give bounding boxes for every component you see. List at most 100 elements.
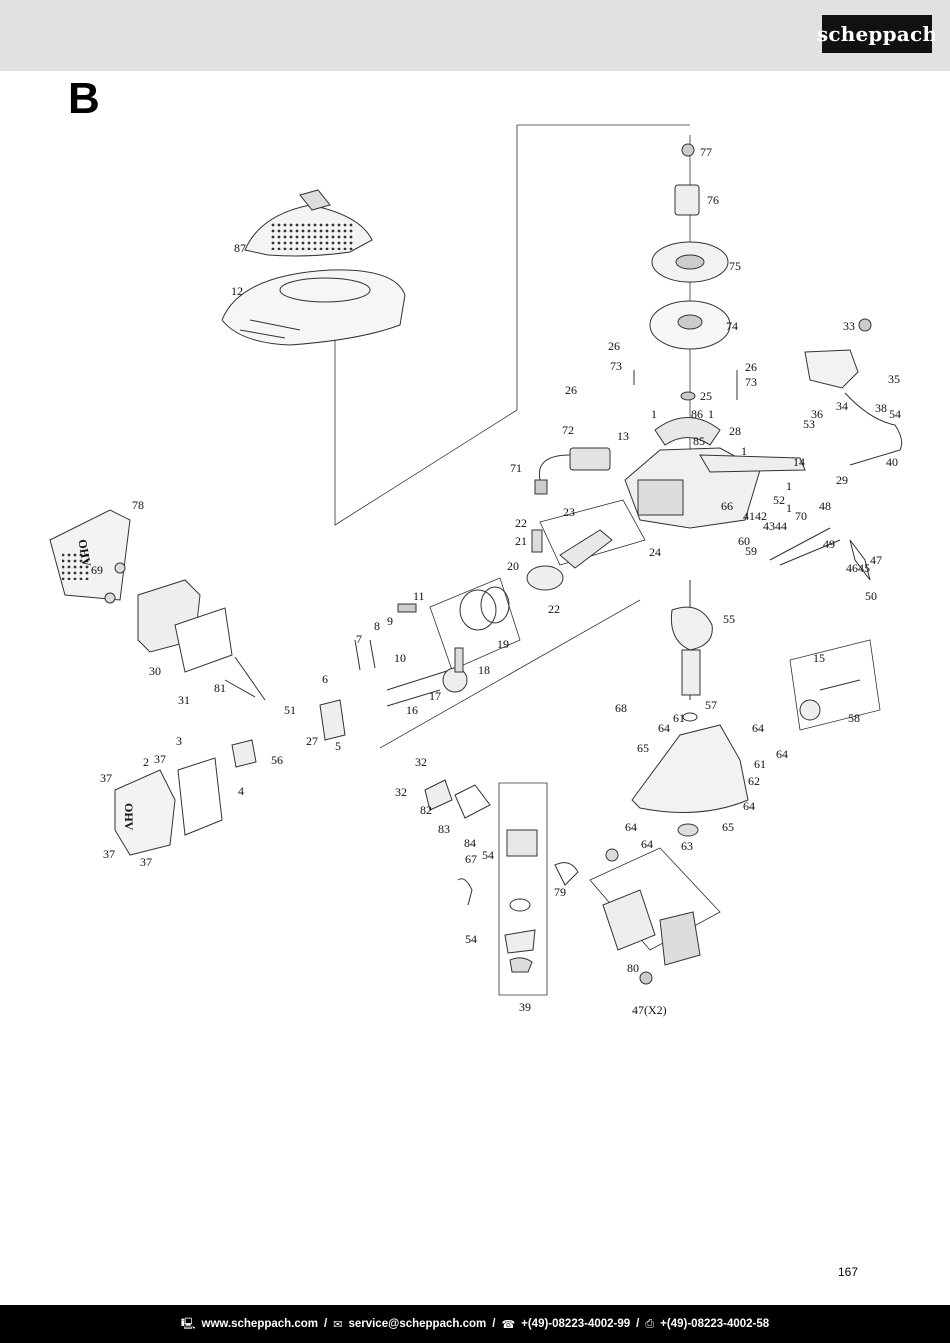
callout-4: 4 bbox=[238, 784, 244, 798]
callout-82: 82 bbox=[420, 803, 432, 817]
callout-1b: 1 bbox=[708, 407, 714, 421]
callout-75: 75 bbox=[729, 259, 741, 273]
callout-43: 43 bbox=[763, 519, 775, 533]
callout-76: 76 bbox=[707, 193, 719, 207]
callout-41: 41 bbox=[743, 509, 755, 523]
footer-website[interactable]: www.scheppach.com bbox=[201, 1318, 319, 1330]
callout-22b: 22 bbox=[548, 602, 560, 616]
callout-21: 21 bbox=[515, 534, 527, 548]
callout-1a: 1 bbox=[651, 407, 657, 421]
callout-37a: 37 bbox=[154, 752, 166, 766]
callout-31: 31 bbox=[178, 693, 190, 707]
callout-47x2: 47(X2) bbox=[632, 1003, 667, 1017]
callout-10: 10 bbox=[394, 651, 406, 665]
callout-74: 74 bbox=[726, 319, 738, 333]
callout-36: 36 bbox=[811, 407, 823, 421]
callout-35: 35 bbox=[888, 372, 900, 386]
phone-icon: ☎ bbox=[501, 1317, 516, 1331]
callout-37b: 37 bbox=[100, 771, 112, 785]
callout-52: 52 bbox=[773, 493, 785, 507]
callout-69: 69 bbox=[91, 563, 103, 577]
callout-49: 49 bbox=[823, 537, 835, 551]
callout-38: 38 bbox=[875, 401, 887, 415]
callout-72: 72 bbox=[562, 423, 574, 437]
callout-71: 71 bbox=[510, 461, 522, 475]
callout-66: 66 bbox=[721, 499, 733, 513]
callout-78: 78 bbox=[132, 498, 144, 512]
page-number: 167 bbox=[838, 1265, 859, 1279]
callout-37c: 37 bbox=[103, 847, 115, 861]
callout-80: 80 bbox=[627, 961, 639, 975]
callout-2: 2 bbox=[143, 755, 149, 769]
callout-32b: 32 bbox=[395, 785, 407, 799]
callout-40: 40 bbox=[886, 455, 898, 469]
callout-67: 67 bbox=[465, 852, 477, 866]
fax-icon: ⎙ bbox=[645, 1317, 655, 1330]
callout-42: 42 bbox=[755, 509, 767, 523]
callout-33: 33 bbox=[843, 319, 855, 333]
callout-1c: 1 bbox=[741, 444, 747, 458]
callout-47a: 47 bbox=[870, 553, 882, 567]
callout-59: 59 bbox=[745, 544, 757, 558]
footer-phone: +(49)-08223-4002-99 bbox=[521, 1318, 631, 1330]
callout-3: 3 bbox=[176, 734, 182, 748]
callout-1e: 1 bbox=[786, 501, 792, 515]
section-letter: B bbox=[68, 74, 100, 123]
callout-48: 48 bbox=[819, 499, 831, 513]
callout-26a: 26 bbox=[608, 339, 620, 353]
callout-28: 28 bbox=[729, 424, 741, 438]
callout-20: 20 bbox=[507, 559, 519, 573]
callout-29: 29 bbox=[836, 473, 848, 487]
callout-26c: 26 bbox=[565, 383, 577, 397]
callout-17: 17 bbox=[429, 689, 441, 703]
callout-86: 86 bbox=[691, 407, 703, 421]
callout-19: 19 bbox=[497, 637, 509, 651]
callout-62: 62 bbox=[748, 774, 760, 788]
callout-85: 85 bbox=[693, 434, 705, 448]
callout-30: 30 bbox=[149, 664, 161, 678]
callout-22a: 22 bbox=[515, 516, 527, 530]
callout-87: 87 bbox=[234, 241, 246, 255]
callout-53: 53 bbox=[803, 417, 815, 431]
valve-cover-mark: OHV bbox=[122, 803, 136, 831]
callout-61a: 61 bbox=[673, 711, 685, 725]
mail-icon: ✉ bbox=[333, 1317, 343, 1331]
callout-27: 27 bbox=[306, 734, 318, 748]
callout-12: 12 bbox=[231, 284, 243, 298]
callout-9: 9 bbox=[387, 614, 393, 628]
callout-73b: 73 bbox=[745, 375, 757, 389]
callout-64d: 64 bbox=[743, 799, 755, 813]
callout-23: 23 bbox=[563, 505, 575, 519]
callout-54c: 54 bbox=[465, 932, 477, 946]
brand-logo: scheppach bbox=[817, 15, 937, 53]
callout-65a: 65 bbox=[637, 741, 649, 755]
callout-46: 46 bbox=[846, 561, 858, 575]
callout-65b: 65 bbox=[722, 820, 734, 834]
callout-73a: 73 bbox=[610, 359, 622, 373]
header-bar bbox=[0, 0, 950, 71]
callout-54b: 54 bbox=[482, 848, 494, 862]
footer-bar: 🖳 www.scheppach.com / ✉ service@scheppac… bbox=[0, 1305, 950, 1343]
callout-14: 14 bbox=[793, 455, 805, 469]
callout-55: 55 bbox=[723, 612, 735, 626]
footer-email[interactable]: service@scheppach.com bbox=[348, 1318, 487, 1330]
callout-5: 5 bbox=[335, 739, 341, 753]
callout-81: 81 bbox=[214, 681, 226, 695]
callout-70: 70 bbox=[795, 509, 807, 523]
callout-6: 6 bbox=[322, 672, 328, 686]
computer-icon: 🖳 bbox=[180, 1316, 196, 1330]
callout-15: 15 bbox=[813, 651, 825, 665]
callout-8: 8 bbox=[374, 619, 380, 633]
callout-45: 45 bbox=[858, 561, 870, 575]
callout-18: 18 bbox=[478, 663, 490, 677]
muffler-cover-mark: OHV bbox=[75, 538, 94, 568]
callout-68: 68 bbox=[615, 701, 627, 715]
callout-61b: 61 bbox=[754, 757, 766, 771]
callout-44: 44 bbox=[775, 519, 787, 533]
callout-64a: 64 bbox=[658, 721, 670, 735]
callout-64c: 64 bbox=[776, 747, 788, 761]
callout-26b: 26 bbox=[745, 360, 757, 374]
callout-25: 25 bbox=[700, 389, 712, 403]
callout-54a: 54 bbox=[889, 407, 901, 421]
